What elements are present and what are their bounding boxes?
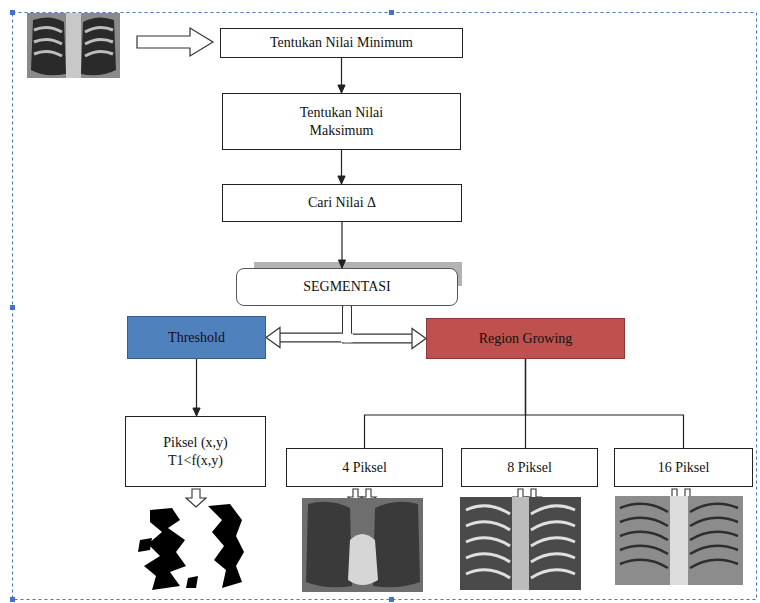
method-box: Threshold [127, 316, 266, 359]
connector [347, 306, 426, 349]
arrow-head [338, 176, 345, 184]
node-text: Region Growing [479, 330, 573, 348]
hollow-connector-outline [280, 306, 347, 338]
hollow-arrow [186, 489, 206, 507]
region-16-result-image [615, 496, 743, 585]
connector [338, 150, 345, 184]
junction-patch [341, 335, 353, 343]
hollow-arrow-head [412, 329, 426, 349]
segmentation-box: SEGMENTASI [236, 268, 458, 306]
dashed-frame [13, 13, 757, 600]
image-spine [512, 497, 529, 590]
connector [193, 359, 200, 416]
hollow-connector-fill [280, 306, 347, 338]
node-text: Threshold [168, 329, 225, 347]
image-ground [460, 497, 581, 590]
junction-patch [341, 334, 353, 342]
connector [365, 359, 526, 448]
image-ground [302, 498, 423, 592]
connector [338, 58, 345, 93]
frame-handle [10, 305, 15, 310]
image-spine [670, 496, 688, 585]
connector [266, 306, 347, 348]
image-lung [306, 502, 352, 588]
process-box: Cari Nilai Δ [222, 184, 462, 222]
region-4-result-image [302, 498, 423, 592]
node-text: Tentukan Nilai Minimum [270, 34, 413, 52]
region-8-result-image [460, 497, 581, 590]
arrow-head [338, 85, 345, 93]
xray-input-image [27, 13, 120, 78]
node-text: 16 Piksel [658, 459, 710, 477]
condition-box: Piksel (x,y) T1<f(x,y) [125, 416, 266, 487]
process-box: Tentukan Nilai Minimum [220, 28, 463, 58]
frame-handle [10, 597, 15, 602]
branch-line [365, 359, 526, 448]
image-ground [615, 496, 743, 585]
node-text: SEGMENTASI [303, 278, 391, 296]
selection-frame [10, 10, 757, 602]
junction-patch [341, 307, 353, 341]
arrow-head [338, 260, 345, 268]
junction-patch [341, 307, 353, 342]
neighbour-box: 8 Piksel [461, 448, 598, 487]
segment-blob [208, 504, 244, 588]
branch-line [526, 359, 684, 448]
flow-line [196, 359, 197, 416]
node-text: 8 Piksel [507, 459, 552, 477]
neighbour-box: 16 Piksel [614, 448, 753, 487]
xray-spine [66, 13, 81, 78]
hollow-connector-fill [347, 306, 412, 339]
frame-handle [389, 597, 394, 602]
segment-blob [138, 538, 198, 588]
node-text: Tentukan Nilai Maksimum [272, 104, 412, 139]
frame-handle [389, 10, 394, 15]
node-text: 4 Piksel [342, 459, 387, 477]
segment-blob [144, 508, 186, 590]
xray-ground [27, 13, 120, 78]
neighbour-box: 4 Piksel [286, 448, 443, 487]
hollow-arrow [137, 28, 213, 56]
threshold-result-image [138, 504, 244, 590]
node-text: Cari Nilai Δ [308, 194, 376, 212]
method-box: Region Growing [426, 318, 625, 359]
arrow-head [193, 408, 200, 416]
frame-handle [10, 10, 15, 15]
process-box: Tentukan Nilai Maksimum [222, 93, 461, 150]
image-lung [373, 502, 420, 588]
region-highlight [348, 534, 378, 585]
connector [526, 359, 684, 448]
hollow-arrow-head [266, 328, 280, 348]
connector [338, 222, 345, 268]
node-text: Piksel (x,y) T1<f(x,y) [146, 434, 246, 469]
hollow-connector-outline [347, 306, 412, 339]
